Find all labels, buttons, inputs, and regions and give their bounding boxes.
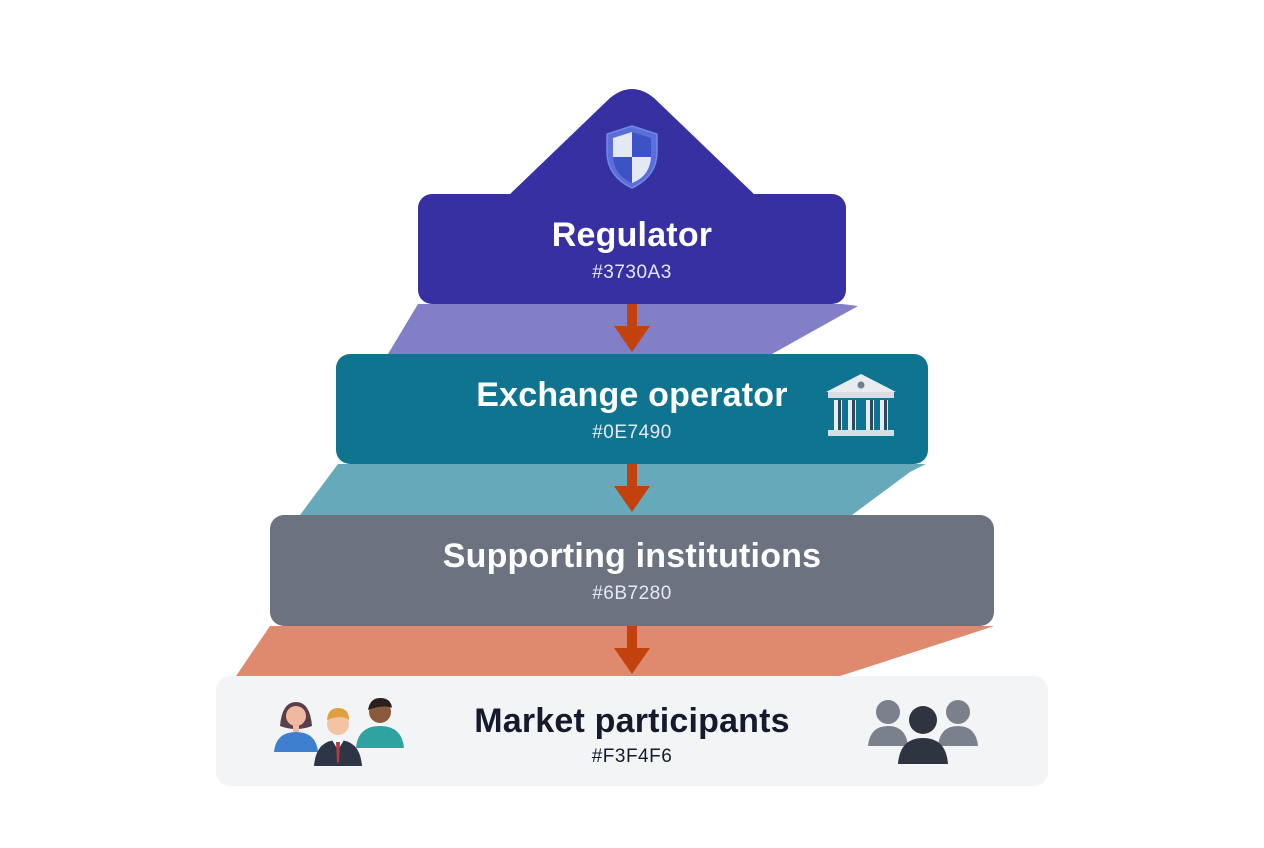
participants-avatars-icon <box>274 698 404 766</box>
shield-icon <box>606 125 658 189</box>
tier-market-participants: Market participants #F3F4F6 <box>216 676 1048 786</box>
bank-building-icon <box>826 374 896 436</box>
arrow-exchange-to-supporting <box>614 464 650 512</box>
tier-color-code: #0E7490 <box>592 422 672 443</box>
people-group-icon <box>868 700 978 764</box>
tier-title: Market participants <box>474 702 790 740</box>
woman-avatar-icon <box>274 702 318 752</box>
tier-supporting-institutions: Supporting institutions #6B7280 <box>270 515 994 626</box>
man-avatar-icon <box>356 698 404 748</box>
connector-band-supporting <box>236 626 994 676</box>
tier-color-code: #3730A3 <box>592 262 672 283</box>
tier-title: Regulator <box>551 216 713 254</box>
arrow-regulator-to-exchange <box>614 302 650 352</box>
tier-color-code: #F3F4F6 <box>591 746 673 767</box>
arrow-supporting-to-participants <box>614 626 650 674</box>
tier-title: Supporting institutions <box>442 537 822 575</box>
tier-exchange-operator: Exchange operator #0E7490 <box>336 354 928 464</box>
tier-color-code: #6B7280 <box>592 583 672 604</box>
tier-title: Exchange operator <box>476 376 788 414</box>
businessman-avatar-icon <box>314 708 362 766</box>
tier-regulator: Regulator #3730A3 <box>418 194 846 304</box>
connector-band-exchange <box>300 464 926 515</box>
